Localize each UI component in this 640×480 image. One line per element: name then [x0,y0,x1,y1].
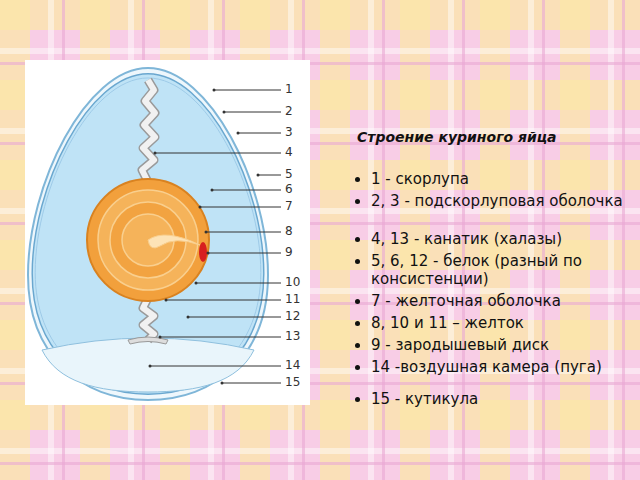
callout-number: 8 [285,224,309,238]
germinal-disc [199,242,207,262]
chalaza-end [128,337,168,344]
shell [28,68,268,400]
legend-item: 4, 13 - канатик (халазы) [371,230,626,248]
legend-item: 7 - желточная оболочка [371,292,626,310]
callout-number: 15 [285,375,309,389]
air-cell [42,338,254,392]
legend-item: 9 - зародышевый диск [371,336,626,354]
title: Строение куриного яйца [357,129,557,145]
callout-number: 2 [285,104,309,118]
callout-number: 11 [285,292,309,306]
white-panel [25,60,310,405]
callout-number: 7 [285,199,309,213]
legend-item: 14 -воздушная камера (пуга) [371,358,626,376]
callout-number: 3 [285,125,309,139]
leader-lines [150,90,281,383]
leader-dots [149,89,260,385]
latebra [148,235,200,248]
legend-item: 8, 10 и 11 – желток [371,314,626,332]
callout-number: 10 [285,275,309,289]
callout-number: 5 [285,167,309,181]
chalaza-bottom-fill [143,298,154,340]
legend-item: 5, 6, 12 - белок (разный по консистенции… [371,252,626,288]
callout-number: 9 [285,245,309,259]
chalaza-top-fill [142,80,155,182]
chalaza-bottom [143,298,154,340]
chalaza-top [142,80,155,182]
callout-number: 6 [285,182,309,196]
callout-number: 12 [285,309,309,323]
shell-membrane [32,74,264,394]
legend-item: 1 - скорлупа [371,170,626,188]
callout-number: 1 [285,82,309,96]
callout-number: 13 [285,329,309,343]
legend-item: 15 - кутикула [371,390,626,408]
callout-number: 14 [285,358,309,372]
yolk [87,179,209,301]
callout-number: 4 [285,145,309,159]
legend-item: 2, 3 - подскорлуповая оболочка [371,192,626,210]
